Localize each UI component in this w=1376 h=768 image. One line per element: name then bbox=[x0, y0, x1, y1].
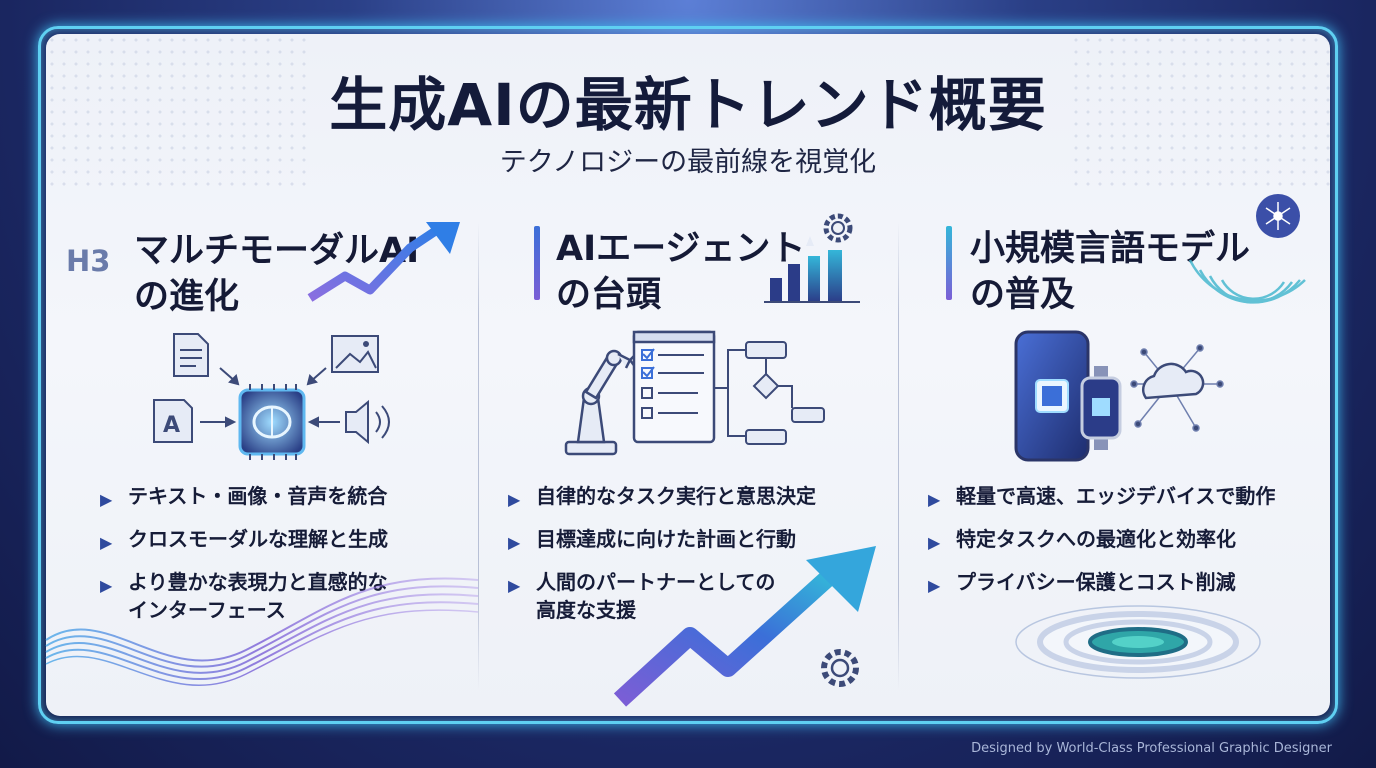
multimodal-diagram-icon: A bbox=[153, 333, 390, 460]
dot-pattern-left bbox=[46, 34, 306, 194]
robot-arm-icon bbox=[564, 349, 637, 456]
chevron-right-icon: ▶ bbox=[928, 533, 941, 552]
checklist-window-icon bbox=[632, 330, 716, 444]
column-2-title-line2: の台頭 bbox=[556, 275, 662, 315]
column-divider-2 bbox=[898, 222, 899, 690]
svg-text:A: A bbox=[163, 413, 180, 438]
designer-credit: Designed by World-Class Professional Gra… bbox=[971, 741, 1332, 756]
smartwatch-icon bbox=[1080, 366, 1122, 450]
list-item: ▶目標達成に向けた計画と行動 bbox=[508, 525, 888, 553]
chevron-right-icon: ▶ bbox=[928, 576, 941, 595]
column-1-bullets: ▶テキスト・画像・音声を統合 ▶クロスモーダルな理解と生成 ▶より豊かな表現力と… bbox=[100, 482, 450, 639]
main-panel bbox=[46, 34, 1330, 716]
gear-icon bbox=[823, 213, 853, 243]
list-item: ▶特定タスクへの最適化と効率化 bbox=[928, 525, 1308, 553]
network-rings-icon bbox=[1188, 194, 1306, 304]
big-trend-arrow-icon bbox=[613, 546, 876, 707]
column-1-title-line2: の進化 bbox=[134, 277, 240, 317]
column-3-title: 小規模言語モデル の普及 bbox=[970, 226, 1250, 318]
page-subtitle: テクノロジーの最前線を視覚化 bbox=[499, 147, 877, 178]
list-item: インターフェース bbox=[128, 598, 286, 622]
list-item: ▶より豊かな表現力と直感的な bbox=[100, 568, 450, 596]
column-2-title: AIエージェント の台頭 bbox=[556, 226, 805, 318]
h3-tag: H3 bbox=[66, 244, 111, 278]
column-3-bullets: ▶軽量で高速、エッジデバイスで動作 ▶特定タスクへの最適化と効率化 ▶プライバシ… bbox=[928, 482, 1308, 611]
wave-decoration bbox=[45, 577, 479, 686]
list-item: 高度な支援 bbox=[536, 598, 636, 622]
speaker-icon bbox=[345, 399, 390, 445]
chevron-right-icon: ▶ bbox=[928, 490, 941, 509]
smartphone-icon bbox=[1014, 330, 1090, 462]
trend-arrow-icon bbox=[307, 222, 460, 302]
page-title: 生成AIの最新トレンド概要 bbox=[329, 71, 1047, 139]
chevron-right-icon: ▶ bbox=[508, 533, 521, 552]
image-icon bbox=[331, 335, 379, 373]
list-item: ▶テキスト・画像・音声を統合 bbox=[100, 482, 450, 510]
chevron-right-icon: ▶ bbox=[508, 490, 521, 509]
column-2-title-line1: AIエージェント bbox=[556, 229, 806, 269]
list-item: ▶クロスモーダルな理解と生成 bbox=[100, 525, 450, 553]
list-item: ▶プライバシー保護とコスト削減 bbox=[928, 568, 1308, 596]
column-3-accent-bar bbox=[946, 226, 952, 300]
ai-chip-icon bbox=[238, 384, 306, 460]
edge-devices-icon bbox=[1014, 330, 1224, 462]
chevron-right-icon: ▶ bbox=[100, 533, 113, 552]
flowchart-icon bbox=[714, 341, 825, 445]
dot-pattern-right bbox=[1070, 34, 1330, 194]
column-1-title-line1: マルチモーダルAI bbox=[134, 231, 420, 271]
column-1-title: マルチモーダルAI の進化 bbox=[134, 228, 419, 320]
list-item: ▶自律的なタスク実行と意思決定 bbox=[508, 482, 888, 510]
glowing-frame bbox=[38, 26, 1338, 724]
chevron-right-icon: ▶ bbox=[100, 490, 113, 509]
column-divider-1 bbox=[478, 222, 479, 690]
list-item: ▶軽量で高速、エッジデバイスで動作 bbox=[928, 482, 1308, 510]
column-3-title-line1: 小規模言語モデル bbox=[970, 229, 1251, 269]
column-2-bullets: ▶自律的なタスク実行と意思決定 ▶目標達成に向けた計画と行動 ▶人間のパートナー… bbox=[508, 482, 888, 639]
column-2-accent-bar bbox=[534, 226, 540, 300]
gear-icon bbox=[821, 649, 859, 687]
document-icon bbox=[173, 333, 209, 377]
growth-bars-gear-icon bbox=[764, 213, 860, 303]
robot-workflow-icon bbox=[564, 330, 825, 456]
chevron-right-icon: ▶ bbox=[100, 576, 113, 595]
column-3-title-line2: の普及 bbox=[970, 275, 1076, 315]
chevron-right-icon: ▶ bbox=[508, 576, 521, 595]
list-item: ▶人間のパートナーとしての bbox=[508, 568, 888, 596]
text-a-icon: A bbox=[153, 399, 193, 443]
ripple-decoration bbox=[1015, 605, 1261, 679]
